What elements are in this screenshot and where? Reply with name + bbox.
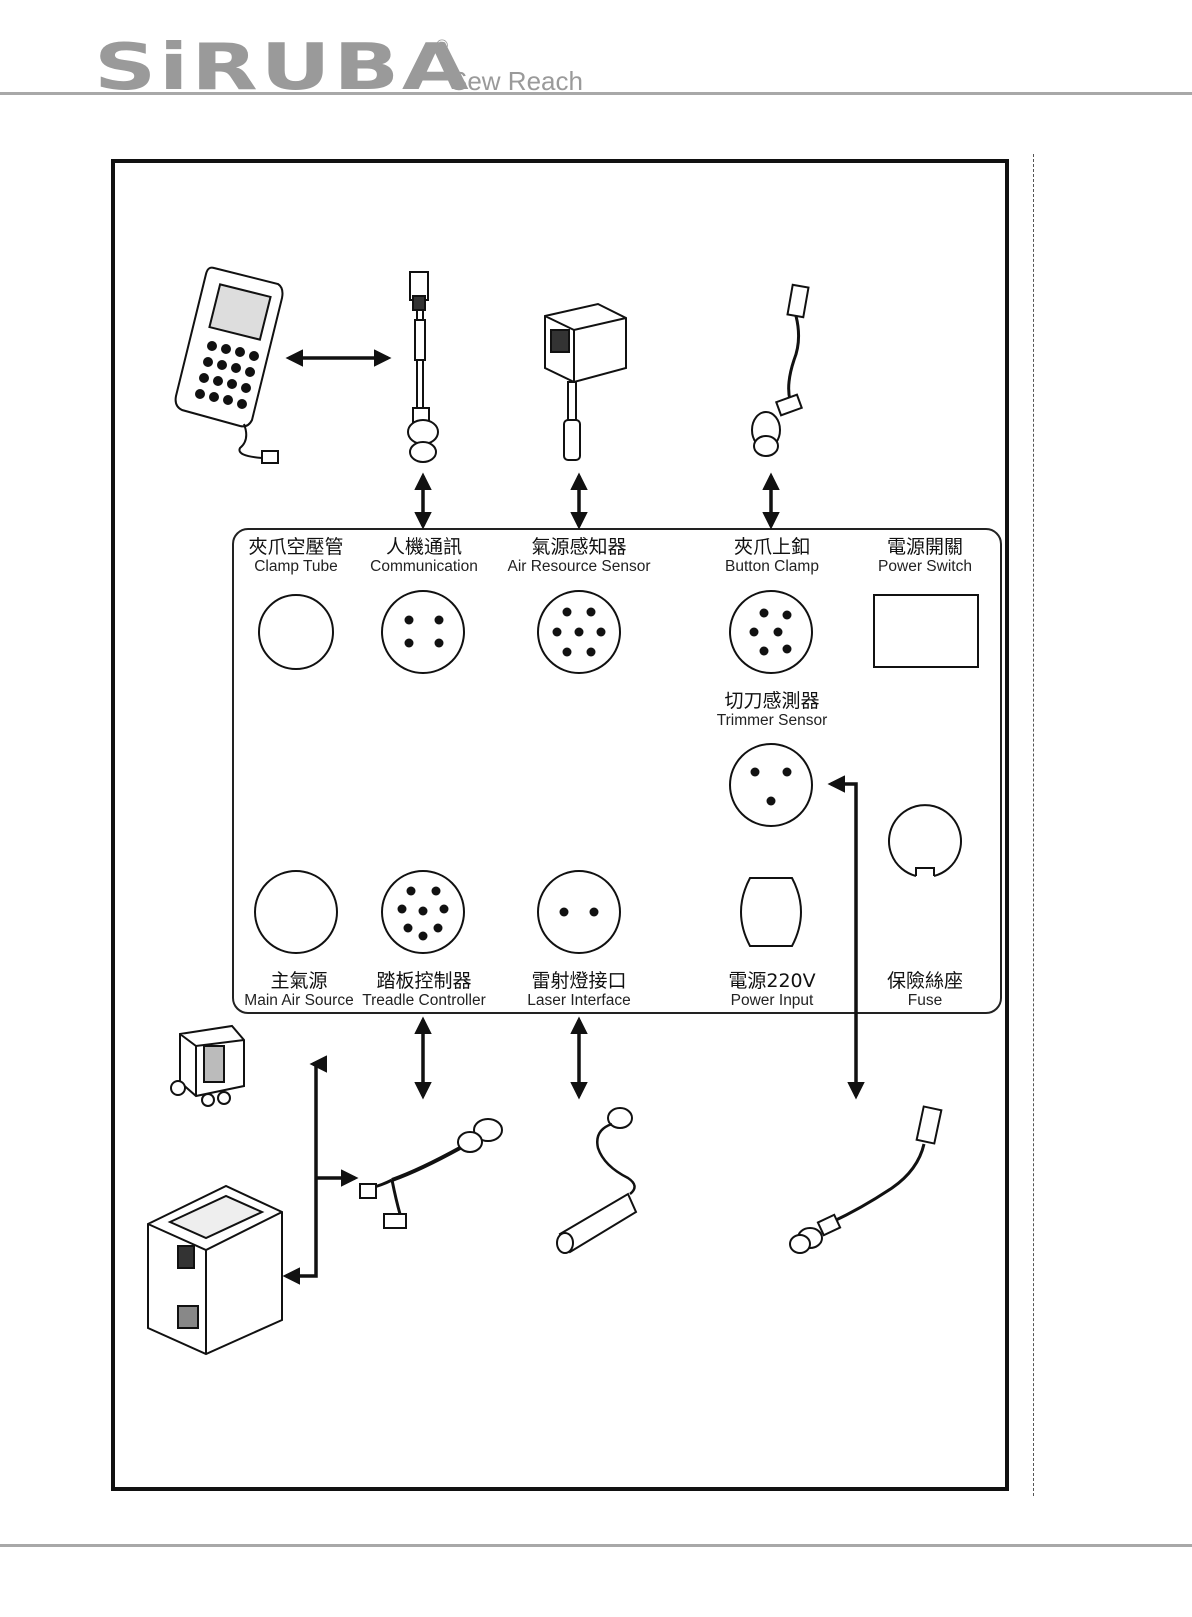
power-input-socket xyxy=(741,878,801,946)
air-valve-icon xyxy=(171,1026,244,1106)
control-box-icon xyxy=(148,1186,282,1354)
communication-cable-icon xyxy=(408,272,438,462)
clamp-tube-socket xyxy=(259,595,333,669)
arrow-trimmer-cable xyxy=(831,784,856,1096)
button-clamp-cable-icon xyxy=(752,285,808,456)
laser-light-icon xyxy=(557,1108,636,1253)
footer-rule xyxy=(0,1544,1192,1547)
air-sensor-socket xyxy=(538,591,620,673)
laser-socket xyxy=(538,871,620,953)
trimmer-sensor-socket xyxy=(730,744,812,826)
main-air-socket xyxy=(255,871,337,953)
communication-socket xyxy=(382,591,464,673)
controller-keypad-icon xyxy=(176,268,283,463)
trimmer-sensor-cable-icon xyxy=(790,1107,941,1253)
air-sensor-icon xyxy=(545,304,626,460)
button-clamp-socket xyxy=(730,591,812,673)
treadle-socket xyxy=(382,871,464,953)
treadle-cable-icon xyxy=(360,1119,502,1228)
fuse-holder xyxy=(889,805,961,876)
arrow-treadle-branch-top xyxy=(286,1064,316,1276)
power-switch xyxy=(874,595,978,667)
